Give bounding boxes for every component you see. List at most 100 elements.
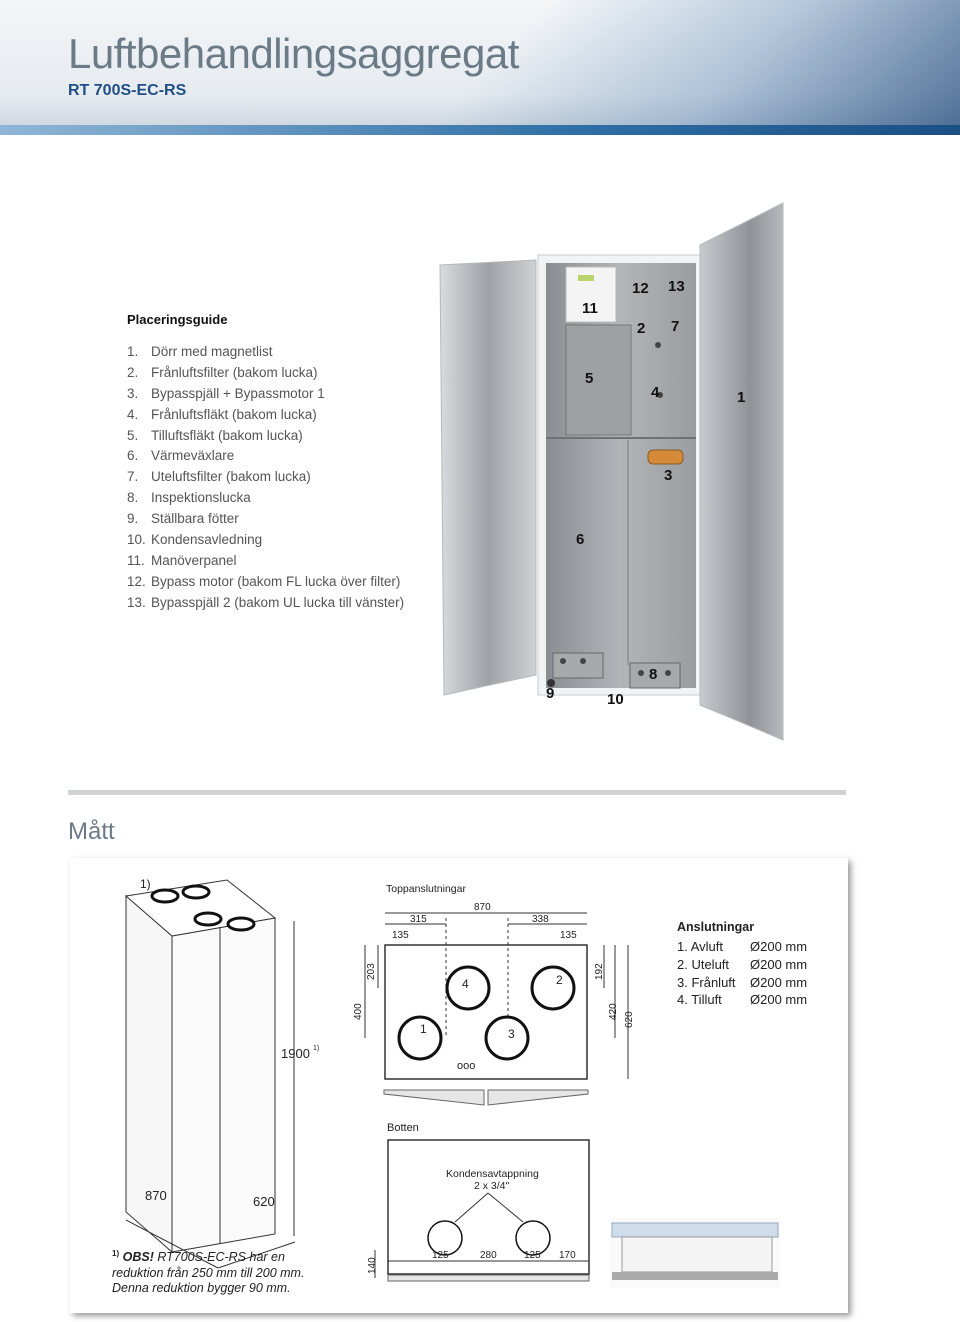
screw (580, 658, 586, 664)
page-title: Luftbehandlingsaggregat (68, 30, 519, 77)
footnote-line2: reduktion från 250 mm till 200 mm. (112, 1265, 305, 1280)
list-item: 8.Inspektionslucka (127, 490, 251, 506)
adjustable-foot (547, 679, 555, 687)
screw (638, 670, 644, 676)
footnote-line3: Denna reduktion bygger 90 mm. (112, 1281, 291, 1296)
port-1 (397, 1015, 443, 1061)
control-display (578, 275, 594, 281)
bottom-title: Botten (387, 1122, 419, 1134)
callout-11: 11 (582, 300, 598, 317)
iso-port (181, 884, 211, 900)
section-divider (68, 790, 846, 795)
unit-illustration: 11 12 13 2 7 5 4 1 3 6 8 9 10 (439, 202, 784, 741)
screw (655, 342, 661, 348)
top-title: Toppanslutningar (386, 883, 466, 895)
dim-170-label: 170 (559, 1250, 576, 1261)
port-2-label: 2 (556, 973, 563, 987)
list-item: 2.Frånluftsfilter (bakom lucka) (127, 364, 318, 380)
dim-line-width (217, 1241, 296, 1269)
inspection-hatch (629, 662, 681, 689)
dim-140-label: 140 (367, 1257, 378, 1274)
callout-5: 5 (585, 370, 593, 387)
callout-7: 7 (671, 318, 679, 335)
dimensions-panel: 1) 1900 1) 870 620 Toppanslutningar 870 … (70, 858, 848, 1313)
connections-heading: Anslutningar (677, 920, 755, 934)
callout-3: 3 (664, 467, 672, 484)
port-2 (530, 965, 576, 1011)
callout-1: 1 (737, 389, 745, 406)
callout-13: 13 (668, 278, 685, 295)
side-body (621, 1236, 773, 1273)
iso-port (226, 916, 256, 932)
door-left (439, 259, 537, 696)
screw (665, 670, 671, 676)
port-4 (445, 965, 491, 1011)
callout-8: 8 (649, 666, 657, 683)
callout-6: 6 (576, 531, 584, 548)
placement-guide-heading: Placeringsguide (127, 312, 228, 327)
list-item: 9.Ställbara fötter (127, 511, 239, 527)
dim-620-label: 620 (624, 1011, 635, 1028)
callout-2: 2 (637, 320, 645, 337)
placement-guide-list: 1.Dörr med magnetlist 2.Frånluftsfilter … (127, 342, 404, 614)
list-item: 4.Frånluftsfläkt (bakom lucka) (127, 406, 317, 422)
port-3-label: 3 (508, 1027, 515, 1041)
port-4-label: 4 (462, 977, 469, 991)
header-banner (0, 0, 960, 135)
top-base (487, 1089, 589, 1106)
drain-dots: ooo (457, 1060, 475, 1072)
screw (560, 658, 566, 664)
drain-outlet (427, 1220, 463, 1256)
dim-125a-label: 125 (432, 1250, 449, 1261)
dim-203-label: 203 (366, 963, 377, 980)
dim-125b-label: 125 (524, 1250, 541, 1261)
footnote-obs: OBS! (122, 1250, 154, 1265)
dim-192-label: 192 (594, 963, 605, 980)
list-item: 10.Kondensavledning (127, 532, 263, 548)
list-item: 5.Tilluftsfläkt (bakom lucka) (127, 427, 303, 443)
callout-9: 9 (546, 685, 554, 702)
bypass-damper (647, 449, 684, 465)
dim-420-label: 420 (608, 1003, 619, 1020)
dim-400-label: 400 (353, 1003, 364, 1020)
fan-hatch (565, 324, 632, 436)
callout-4: 4 (651, 384, 660, 401)
leader-line (487, 1192, 524, 1223)
port-3 (484, 1015, 530, 1061)
top-base (383, 1089, 485, 1106)
drain-size: 2 x 3/4" (474, 1180, 510, 1192)
iso-port (193, 911, 223, 927)
list-item: 13.Bypasspjäll 2 (bakom UL lucka till vä… (127, 594, 405, 610)
callout-12: 12 (632, 280, 649, 297)
dim-870-label: 870 (474, 902, 491, 913)
drain-label: Kondensavtappning (446, 1168, 539, 1180)
iso-port (150, 888, 180, 904)
dim-338-label: 338 (532, 914, 549, 925)
dimensions-heading: Mått (68, 818, 115, 845)
banner-stripe (0, 125, 960, 135)
dim-135b-label: 135 (560, 930, 577, 941)
dim-315-label: 315 (410, 914, 427, 925)
list-item: 6.Värmeväxlare (127, 448, 235, 464)
port-1-label: 1 (420, 1022, 427, 1036)
model-name: RT 700S-EC-RS (68, 82, 187, 99)
list-item: 7.Uteluftsfilter (bakom lucka) (127, 469, 311, 485)
side-floor (612, 1272, 778, 1280)
footnote-marker: 1) (112, 1249, 120, 1258)
dim-135a-label: 135 (392, 930, 409, 941)
bottom-outline (387, 1139, 590, 1275)
leader-line (454, 1192, 489, 1223)
list-item: 1.Dörr med magnetlist (127, 344, 273, 359)
height-value: 1900 (281, 1046, 310, 1061)
footnote: 1) OBS! RT700S-EC-RS har en reduktion fr… (112, 1246, 304, 1297)
footnote-line1: RT700S-EC-RS har en (153, 1250, 285, 1265)
door-right (699, 202, 784, 741)
drain-plate (552, 652, 604, 679)
bottom-base (387, 1274, 590, 1282)
callout-10: 10 (607, 691, 624, 708)
list-item: 3.Bypasspjäll + Bypassmotor 1 (127, 385, 325, 401)
